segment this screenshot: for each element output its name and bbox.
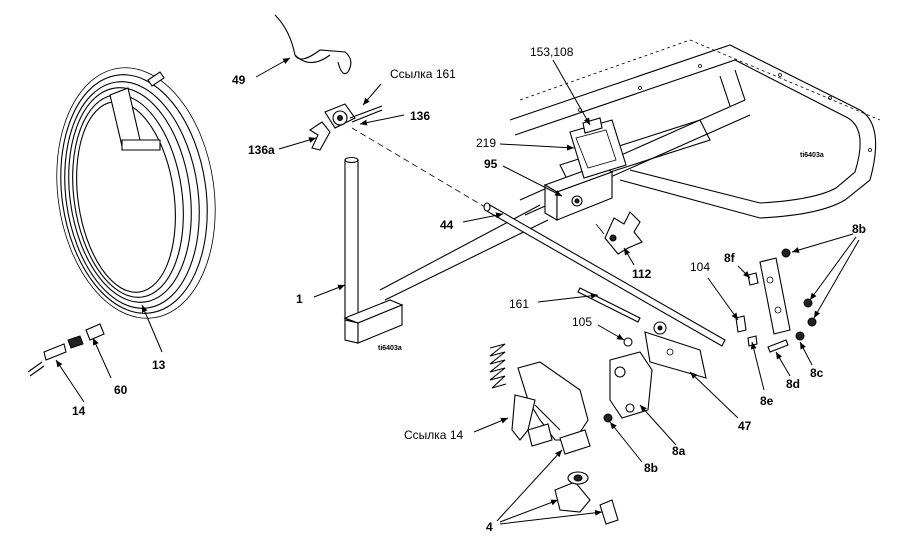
bracket-47 [623, 321, 707, 379]
label-136a: 136a [248, 143, 275, 157]
label-153-108: 153,108 [530, 45, 574, 59]
tag-left: ti6403a [378, 345, 402, 352]
bracket-8a [603, 351, 653, 423]
label-14: 14 [72, 404, 86, 418]
label-ref-161: Ссылка 161 [390, 67, 456, 81]
label-104: 104 [690, 260, 710, 274]
label-8f: 8f [724, 251, 736, 265]
label-95: 95 [484, 157, 498, 171]
label-112: 112 [632, 267, 652, 281]
label-8b-top: 8b [852, 222, 866, 236]
label-44: 44 [440, 218, 454, 232]
label-219: 219 [476, 136, 496, 150]
label-8a: 8a [672, 444, 686, 458]
label-60: 60 [114, 383, 128, 397]
label-8e: 8e [760, 394, 774, 408]
plate-8c [735, 248, 817, 353]
hose-coil-13 [27, 67, 216, 377]
label-136: 136 [410, 109, 430, 123]
label-47: 47 [738, 419, 752, 433]
label-8c: 8c [810, 366, 824, 380]
label-4: 4 [486, 520, 493, 534]
clamp-136 [274, 14, 383, 151]
rod-44 [351, 127, 726, 347]
label-1: 1 [296, 292, 303, 306]
label-105: 105 [572, 315, 592, 329]
leader-lines [55, 57, 860, 525]
label-161: 161 [509, 297, 529, 311]
label-13: 13 [152, 358, 166, 372]
cart-frame [343, 39, 881, 344]
part-labels: 49 Ссылка 161 153,108 136 136a 219 95 44… [72, 45, 866, 534]
spray-gun [489, 343, 619, 525]
label-49: 49 [232, 73, 246, 87]
label-8d: 8d [786, 377, 800, 391]
label-8b-low: 8b [644, 461, 658, 475]
label-ref-14: Ссылка 14 [404, 428, 463, 442]
tag-right: ti6403a [800, 152, 824, 159]
